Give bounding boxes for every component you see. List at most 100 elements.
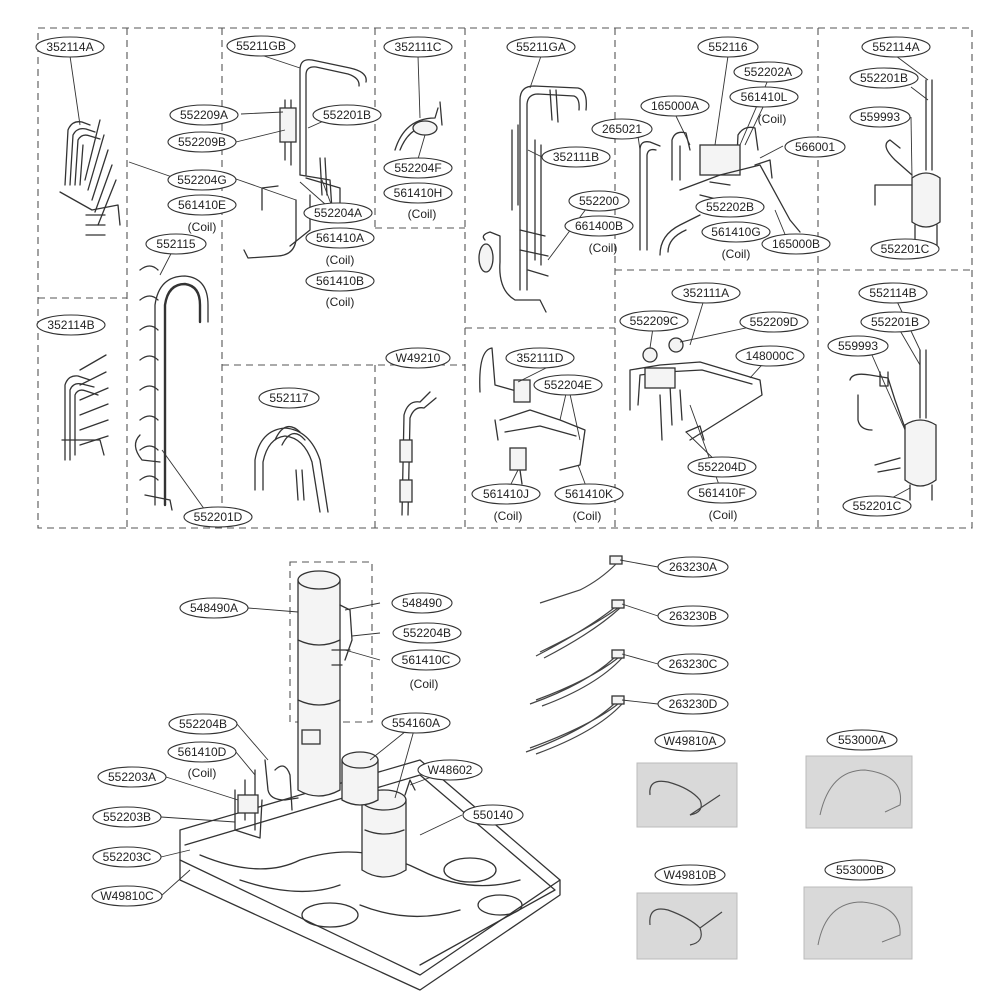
label-352111c: 352111C	[383, 36, 453, 58]
valve-552116-drawing	[639, 126, 801, 256]
coil-note: (Coil)	[188, 766, 217, 780]
label-55211ga: 55211GA	[506, 36, 576, 58]
svg-text:552201B: 552201B	[871, 315, 919, 329]
part-drawings	[59, 59, 941, 991]
svg-text:554160A: 554160A	[392, 716, 440, 730]
wire-w49210-drawing	[399, 391, 437, 516]
label-263230b: 263230B	[657, 605, 729, 627]
part-labels: 352114A 55211GB 352111C 55211GA 552116 5…	[35, 35, 940, 907]
label-552209d: 552209D	[739, 311, 809, 333]
label-352114b: 352114B	[36, 314, 106, 336]
sensor-photos	[636, 755, 913, 960]
label-w48602: W48602	[417, 759, 483, 781]
svg-text:552204B: 552204B	[403, 626, 451, 640]
label-552201c-top: 552201C	[870, 238, 940, 260]
harness-263230-drawings	[525, 555, 625, 755]
label-561410j: 561410J	[471, 483, 541, 505]
label-550140: 550140	[462, 804, 524, 826]
pipe-552115-drawing	[134, 265, 209, 511]
svg-text:352111D: 352111D	[517, 351, 564, 365]
label-148000c: 148000C	[735, 345, 805, 367]
label-548490: 548490	[391, 592, 453, 614]
label-263230a: 263230A	[657, 556, 729, 578]
label-552204f: 552204F	[383, 157, 453, 179]
svg-text:566001: 566001	[795, 140, 835, 154]
svg-text:552204G: 552204G	[177, 173, 226, 187]
label-561410f: 561410F	[687, 482, 757, 504]
svg-text:265021: 265021	[602, 122, 642, 136]
pipe-55211ga-drawing	[478, 85, 587, 313]
pipe-552117-drawing	[254, 425, 329, 513]
svg-text:W49210: W49210	[396, 351, 441, 365]
label-552116: 552116	[697, 36, 759, 58]
svg-text:552116: 552116	[708, 40, 747, 54]
label-552202b: 552202B	[695, 196, 765, 218]
valve-352111a-drawing	[629, 337, 763, 441]
svg-text:559993: 559993	[860, 110, 900, 124]
svg-text:552209B: 552209B	[178, 135, 226, 149]
label-561410g: 561410G	[701, 221, 771, 243]
svg-text:352111A: 352111A	[683, 286, 729, 300]
coil-note: (Coil)	[494, 509, 523, 523]
svg-text:352111C: 352111C	[395, 40, 442, 54]
coil-note: (Coil)	[410, 677, 439, 691]
label-552201b-gb: 552201B	[312, 104, 382, 126]
label-561410c: 561410C	[391, 649, 461, 671]
svg-text:352114B: 352114B	[47, 318, 94, 332]
svg-text:550140: 550140	[473, 808, 513, 822]
coil-note: (Coil)	[326, 253, 355, 267]
svg-text:552203C: 552203C	[103, 850, 152, 864]
label-561410k: 561410K	[554, 483, 624, 505]
svg-text:55211GB: 55211GB	[236, 39, 286, 53]
label-552203c: 552203C	[92, 846, 162, 868]
svg-text:165000A: 165000A	[651, 99, 699, 113]
svg-text:561410E: 561410E	[178, 198, 226, 212]
label-554160a: 554160A	[381, 712, 451, 734]
label-265021: 265021	[591, 118, 653, 140]
svg-text:552202B: 552202B	[706, 200, 754, 214]
svg-text:552200: 552200	[579, 194, 619, 208]
svg-text:548490A: 548490A	[190, 601, 238, 615]
label-552203a: 552203A	[97, 766, 167, 788]
label-352111d: 352111D	[505, 347, 575, 369]
svg-text:559993: 559993	[838, 339, 878, 353]
label-552202a: 552202A	[733, 61, 803, 83]
svg-text:552204F: 552204F	[394, 161, 441, 175]
label-548490a: 548490A	[179, 597, 249, 619]
svg-text:552203B: 552203B	[103, 810, 151, 824]
label-552204a: 552204A	[303, 202, 373, 224]
svg-text:W49810A: W49810A	[664, 734, 717, 748]
label-552204g: 552204G	[167, 169, 237, 191]
coil-note: (Coil)	[722, 247, 751, 261]
label-552201b-top: 552201B	[849, 67, 919, 89]
svg-text:W48602: W48602	[428, 763, 473, 777]
coil-note: (Coil)	[573, 509, 602, 523]
coil-note: (Coil)	[326, 295, 355, 309]
label-661400b: 661400B	[564, 215, 634, 237]
svg-text:552201B: 552201B	[860, 71, 908, 85]
label-552209c: 552209C	[619, 310, 689, 332]
svg-text:561410G: 561410G	[711, 225, 760, 239]
label-263230d: 263230D	[657, 693, 729, 715]
svg-text:552201D: 552201D	[194, 510, 243, 524]
svg-text:552204A: 552204A	[314, 206, 362, 220]
coil-note: (Coil)	[408, 207, 437, 221]
svg-text:552209C: 552209C	[630, 314, 679, 328]
label-552114b: 552114B	[858, 282, 928, 304]
label-352111b: 352111B	[541, 146, 611, 168]
valve-352111c-drawing	[394, 101, 443, 151]
svg-text:148000C: 148000C	[746, 349, 795, 363]
label-352111a: 352111A	[671, 282, 741, 304]
label-552117: 552117	[258, 387, 320, 409]
coil-note: (Coil)	[709, 508, 738, 522]
svg-text:561410K: 561410K	[565, 487, 613, 501]
label-w49810a: W49810A	[654, 730, 726, 752]
label-552209b: 552209B	[167, 131, 237, 153]
svg-text:552204E: 552204E	[544, 378, 592, 392]
label-552201c-lower: 552201C	[842, 495, 912, 517]
label-552114a: 552114A	[861, 36, 931, 58]
svg-text:263230D: 263230D	[669, 697, 718, 711]
svg-text:352111B: 352111B	[553, 150, 599, 164]
label-552201d: 552201D	[183, 506, 253, 528]
